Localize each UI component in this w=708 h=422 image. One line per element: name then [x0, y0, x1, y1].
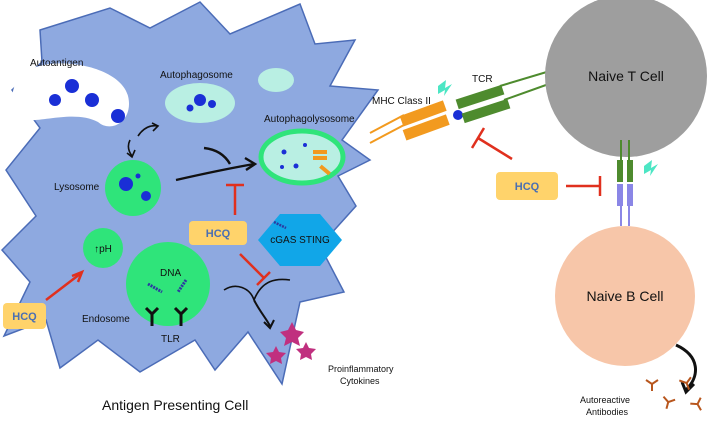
- dna-fragment: [176, 279, 188, 293]
- autophagosome-particle: [208, 100, 216, 108]
- inhibition-markers: [45, 127, 602, 301]
- naive-t-cell: [545, 0, 707, 157]
- lysosome: [105, 160, 161, 216]
- autoreactive-label-line2: Antibodies: [586, 407, 629, 417]
- internal-mhc-fragment: [313, 156, 327, 160]
- autoantigen-particle: [49, 94, 61, 106]
- autophagolysosome-particle: [303, 143, 307, 147]
- autoantigen-particle: [111, 109, 125, 123]
- autophagolysosome-particle: [281, 149, 287, 155]
- antigen-peptide: [453, 110, 463, 120]
- antigen-presenting-cell-title: Antigen Presenting Cell: [102, 397, 248, 413]
- proinflammatory-label-line2: Cytokines: [340, 376, 380, 386]
- tlr-receptor-icon: [173, 306, 189, 326]
- dna-label: DNA: [160, 268, 181, 279]
- autophagolysosome-particle: [293, 163, 299, 169]
- lightning-bolt-icon: [438, 80, 452, 96]
- flow-arrows: [126, 122, 697, 395]
- lysosome-label: Lysosome: [54, 182, 100, 193]
- autoreactive-label-line1: Autoreactive: [580, 395, 630, 405]
- proinflammatory-label-line1: Proinflammatory: [328, 364, 394, 374]
- autophagosome-label: Autophagosome: [160, 70, 233, 81]
- autoantigen-particle: [85, 93, 99, 107]
- tlr-receptor-icon: [144, 306, 160, 326]
- ph-label: ↑pH: [94, 244, 112, 255]
- tlr-label: TLR: [161, 334, 180, 345]
- autophagosome-particle: [194, 94, 206, 106]
- dna-fragment: [147, 282, 163, 294]
- naive-t-cell-label: Naive T Cell: [588, 68, 664, 84]
- cgas-sting-hexagon: [258, 214, 342, 266]
- mhc-class-ii-label: MHC Class II: [372, 96, 431, 107]
- hcq-badge-label: HCQ: [12, 311, 37, 323]
- hcq-badge-label: HCQ: [206, 228, 231, 240]
- hcq-badge: [496, 172, 558, 200]
- autophagolysosome: [258, 128, 346, 186]
- endosome-label: Endosome: [82, 314, 130, 325]
- vesicle: [258, 68, 294, 92]
- naive-b-cell: [555, 226, 695, 366]
- cytokines: [266, 322, 316, 364]
- hcq-badge: [189, 221, 247, 245]
- endosome: [126, 242, 210, 326]
- cgas-sting-label: cGAS STING: [270, 235, 330, 246]
- autoantigen-particle: [65, 79, 79, 93]
- hcq-badge-label: HCQ: [515, 181, 540, 193]
- autophagolysosome-label: Autophagolysosome: [264, 114, 355, 125]
- mhc-class-ii-complex: [369, 100, 450, 144]
- hcq-badge: [3, 303, 46, 329]
- autoantigen-engulfment-pocket: [12, 63, 130, 127]
- autophagolysosome-particle: [280, 165, 284, 169]
- lysosome-particle: [119, 177, 133, 191]
- lightning-bolt-icon: [644, 160, 658, 176]
- tcr-label: TCR: [472, 74, 493, 85]
- naive-b-cell-label: Naive B Cell: [586, 288, 663, 304]
- sting-dna-icon: [273, 220, 287, 230]
- lysosome-particle: [135, 173, 141, 179]
- autophagosome-particle: [186, 104, 194, 112]
- internal-mhc-fragment: [319, 164, 331, 176]
- internal-mhc-fragment: [313, 150, 327, 154]
- lysosome-particle: [141, 191, 151, 201]
- ph-vesicle: [83, 228, 123, 268]
- autoreactive-antibodies: [645, 376, 702, 411]
- t-b-receptor-complex: [617, 140, 633, 226]
- autoantigen-label: Autoantigen: [30, 58, 83, 69]
